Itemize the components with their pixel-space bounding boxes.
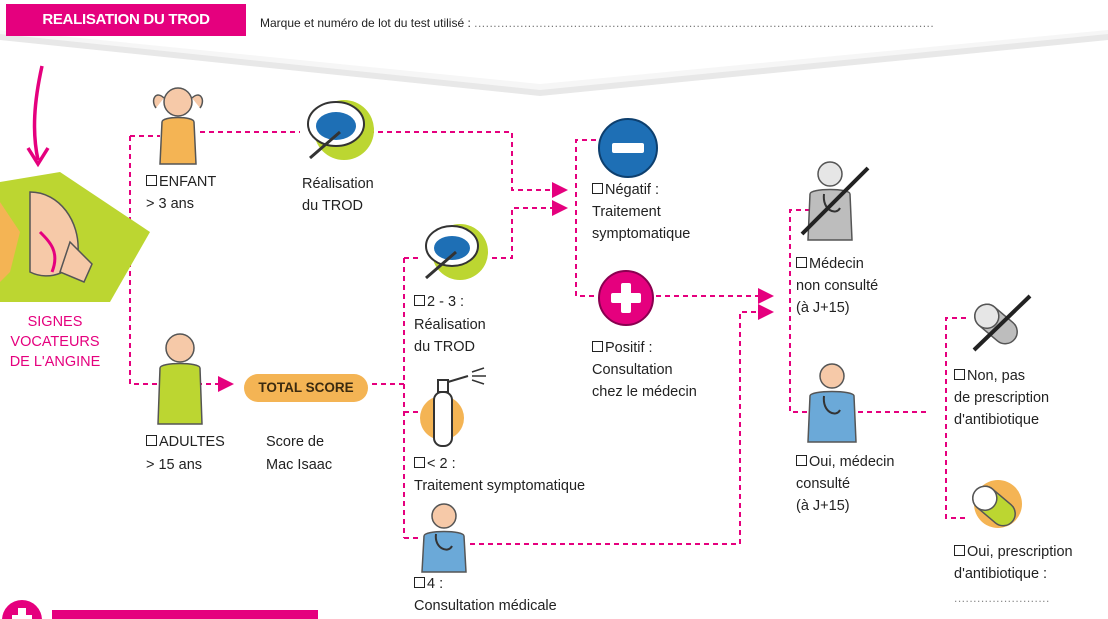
- lot-dots: ........................................…: [474, 16, 935, 30]
- down-arrow-icon: [26, 65, 50, 168]
- positive-result-icon: [598, 270, 654, 326]
- positif-label: Positif :: [605, 340, 653, 356]
- score-lt2-checkbox[interactable]: [414, 457, 425, 468]
- score-line-2: Mac Isaac: [266, 457, 333, 473]
- signes-evocateurs-label: SIGNES VOCATEURS DE L'ANGINE: [0, 312, 130, 372]
- enfant-checkbox-label[interactable]: ENFANT: [146, 172, 216, 193]
- adultes-checkbox-label[interactable]: ADULTES: [146, 432, 225, 453]
- enfant-age: > 3 ans: [146, 196, 194, 212]
- negatif-checkbox-label[interactable]: Négatif :: [592, 180, 659, 201]
- prescription-non-label: Non, pas: [967, 368, 1026, 384]
- medecin-oui-line-1: consulté: [796, 476, 851, 492]
- medecin-oui-checkbox[interactable]: [796, 455, 807, 466]
- section-title: REALISATION DU TROD: [6, 4, 246, 36]
- prescription-non-line-1: de prescription: [954, 390, 1050, 406]
- score-23-label: 2 - 3 :: [427, 294, 465, 310]
- throat-spray-icon: [420, 367, 486, 447]
- positif-checkbox[interactable]: [592, 341, 603, 352]
- negatif-label: Négatif :: [605, 182, 659, 198]
- adult-icon: [157, 333, 203, 425]
- score-lt2-line-1: Traitement symptomatique: [414, 478, 586, 494]
- no-antibiotic-icon: [972, 294, 1032, 352]
- positive-result-icon: [2, 600, 42, 619]
- prescription-non-checkbox-label[interactable]: Non, pas: [954, 366, 1025, 387]
- score-lt2-checkbox-label[interactable]: < 2 :: [414, 454, 456, 475]
- score-23-line-1: Réalisation: [414, 317, 486, 333]
- enfant-test-line-1: Réalisation: [302, 176, 374, 192]
- adultes-label: ADULTES: [159, 434, 225, 450]
- prescription-oui-label: Oui, prescription: [967, 544, 1073, 560]
- medecin-non-label: Médecin: [809, 256, 864, 272]
- score-4-label: 4 :: [427, 576, 444, 592]
- throat-swab-icon: [307, 100, 374, 160]
- sore-throat-patient-icon: [0, 172, 150, 302]
- child-icon: [152, 87, 204, 165]
- score-4-checkbox[interactable]: [414, 577, 425, 588]
- medecin-oui-checkbox-label[interactable]: Oui, médecin: [796, 452, 894, 473]
- medecin-oui-label: Oui, médecin: [809, 454, 895, 470]
- prescription-oui-checkbox-label[interactable]: Oui, prescription: [954, 542, 1073, 563]
- score-line-1: Score de: [266, 434, 325, 450]
- signes-line-2: VOCATEURS: [10, 334, 100, 350]
- medecin-non-checkbox-label[interactable]: Médecin: [796, 254, 864, 275]
- positif-line-2: chez le médecin: [592, 384, 697, 400]
- prescription-oui-dots: .........................: [954, 591, 1050, 605]
- total-score-badge: TOTAL SCORE: [244, 374, 368, 402]
- signes-line-1: SIGNES: [27, 314, 83, 330]
- doctor-icon: [421, 503, 467, 573]
- section-bar: [52, 610, 318, 619]
- medecin-non-checkbox[interactable]: [796, 257, 807, 268]
- score-4-checkbox-label[interactable]: 4 :: [414, 574, 443, 595]
- score-4-line-1: Consultation médicale: [414, 598, 557, 614]
- score-lt2-label: < 2 :: [427, 456, 456, 472]
- antibiotic-pill-icon: [972, 480, 1022, 528]
- positif-checkbox-label[interactable]: Positif :: [592, 338, 653, 359]
- negatif-line-1: Traitement: [592, 204, 661, 220]
- enfant-label: ENFANT: [159, 174, 217, 190]
- enfant-test-line-2: du TROD: [302, 198, 363, 214]
- score-23-checkbox[interactable]: [414, 295, 425, 306]
- doctor-consulted-icon: [807, 363, 857, 443]
- doctor-not-consulted-icon: [800, 161, 870, 241]
- medecin-non-line-1: non consulté: [796, 278, 879, 294]
- negative-result-icon: [598, 118, 658, 178]
- adultes-checkbox[interactable]: [146, 435, 157, 446]
- prescription-non-line-2: d'antibiotique: [954, 412, 1040, 428]
- negatif-checkbox[interactable]: [592, 183, 603, 194]
- prescription-oui-line-1: d'antibiotique :: [954, 566, 1048, 582]
- score-23-line-2: du TROD: [414, 339, 475, 355]
- lot-number-field: Marque et numéro de lot du test utilisé …: [260, 16, 934, 30]
- medecin-non-line-2: (à J+15): [796, 300, 850, 316]
- enfant-checkbox[interactable]: [146, 175, 157, 186]
- signes-line-3: DE L'ANGINE: [9, 354, 101, 370]
- prescription-non-checkbox[interactable]: [954, 369, 965, 380]
- adultes-age: > 15 ans: [146, 457, 203, 473]
- negatif-line-2: symptomatique: [592, 226, 691, 242]
- medecin-oui-line-2: (à J+15): [796, 498, 850, 514]
- lot-label: Marque et numéro de lot du test utilisé …: [260, 16, 471, 30]
- prescription-oui-checkbox[interactable]: [954, 545, 965, 556]
- positif-line-1: Consultation: [592, 362, 673, 378]
- score-23-checkbox-label[interactable]: 2 - 3 :: [414, 292, 464, 313]
- throat-swab-icon: [425, 224, 488, 280]
